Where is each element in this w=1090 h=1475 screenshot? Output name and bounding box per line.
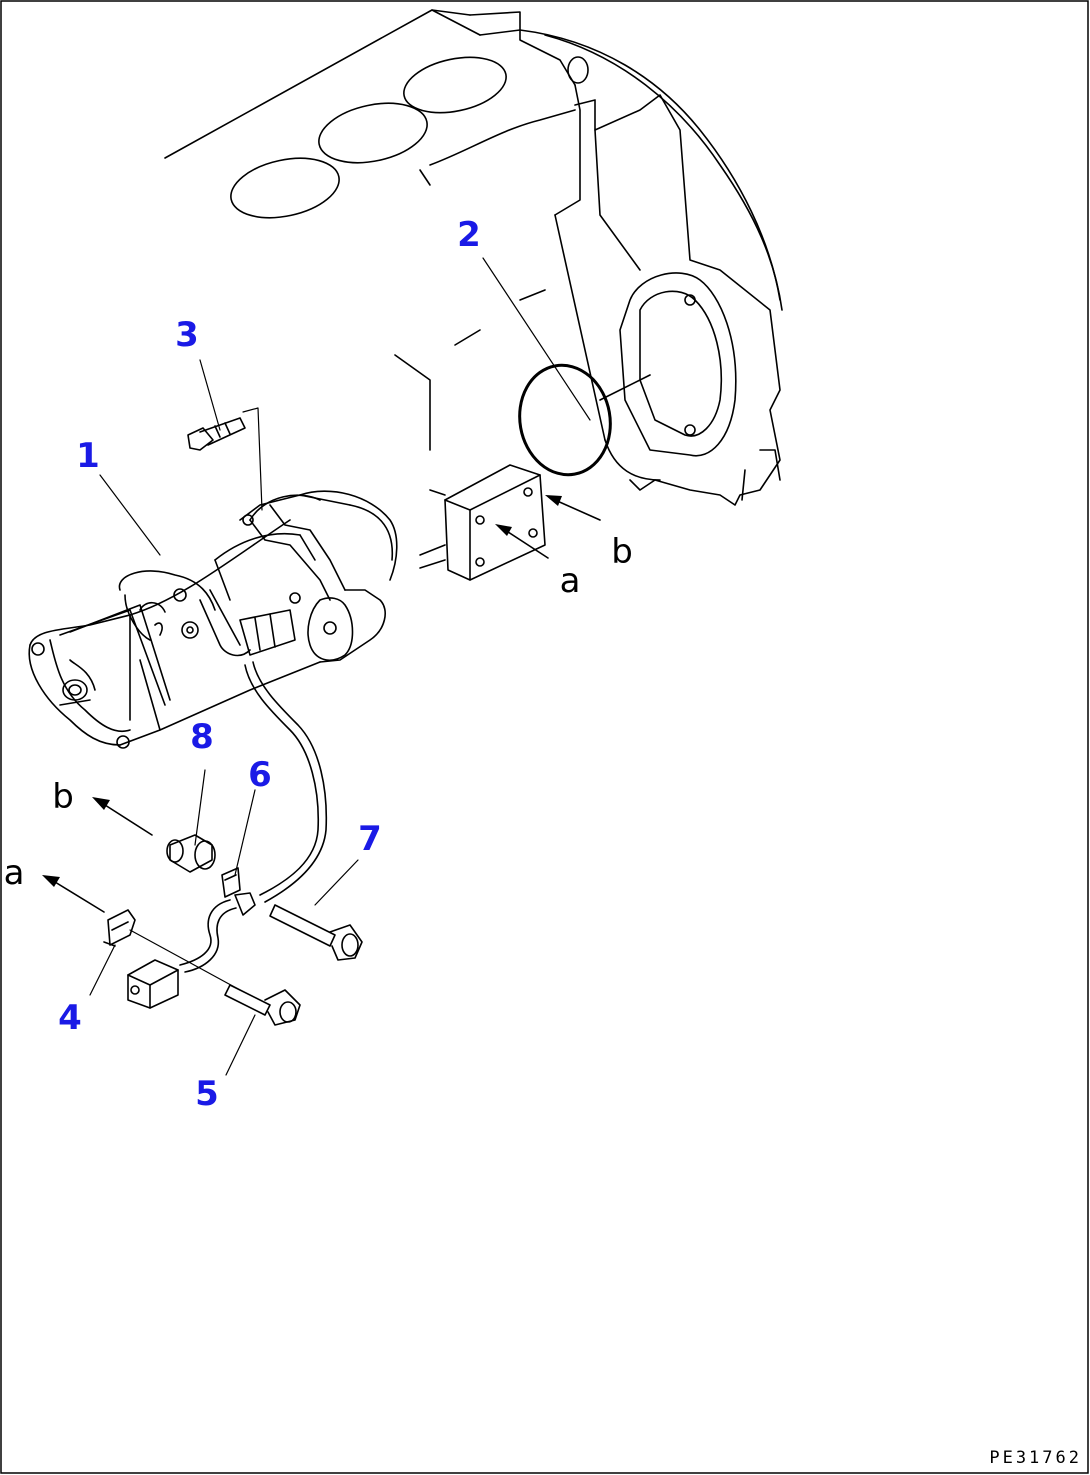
- callout-3: 3: [175, 315, 199, 355]
- callout-5: 5: [195, 1074, 219, 1114]
- arrow-to-b: [92, 797, 153, 836]
- mounting-bolt-5: [224, 984, 301, 1026]
- callout-8: 8: [190, 717, 214, 757]
- callout-1: 1: [76, 436, 100, 476]
- bracket: [103, 909, 136, 947]
- figure-code: PE31762: [989, 1448, 1082, 1468]
- callout-7: 7: [358, 819, 382, 859]
- clamp: [221, 867, 241, 898]
- callout-2: 2: [457, 215, 481, 255]
- mounting-bolt-7: [269, 904, 363, 961]
- view-letter-a-left: a: [4, 853, 25, 893]
- engine-block: [164, 9, 589, 569]
- callout-6: 6: [248, 755, 272, 795]
- callout-4: 4: [58, 998, 82, 1038]
- o-ring-centerline: [599, 374, 651, 401]
- arrow-view-a: [495, 524, 549, 559]
- o-ring: [518, 363, 612, 477]
- starting-motor: [28, 490, 398, 749]
- wiring-harness: [179, 661, 328, 973]
- adapter-block: [444, 464, 546, 581]
- leader-lines: [89, 257, 591, 1076]
- mounting-bolt-3: [187, 417, 246, 451]
- view-letter-b-left: b: [52, 777, 74, 817]
- view-letter-b-right: b: [611, 532, 633, 572]
- spacer: [166, 834, 216, 873]
- arrow-to-a: [42, 875, 105, 913]
- flywheel-housing: [479, 29, 783, 506]
- connector: [127, 959, 179, 1009]
- arrow-view-b: [545, 495, 601, 521]
- view-letter-a-right: a: [560, 561, 581, 601]
